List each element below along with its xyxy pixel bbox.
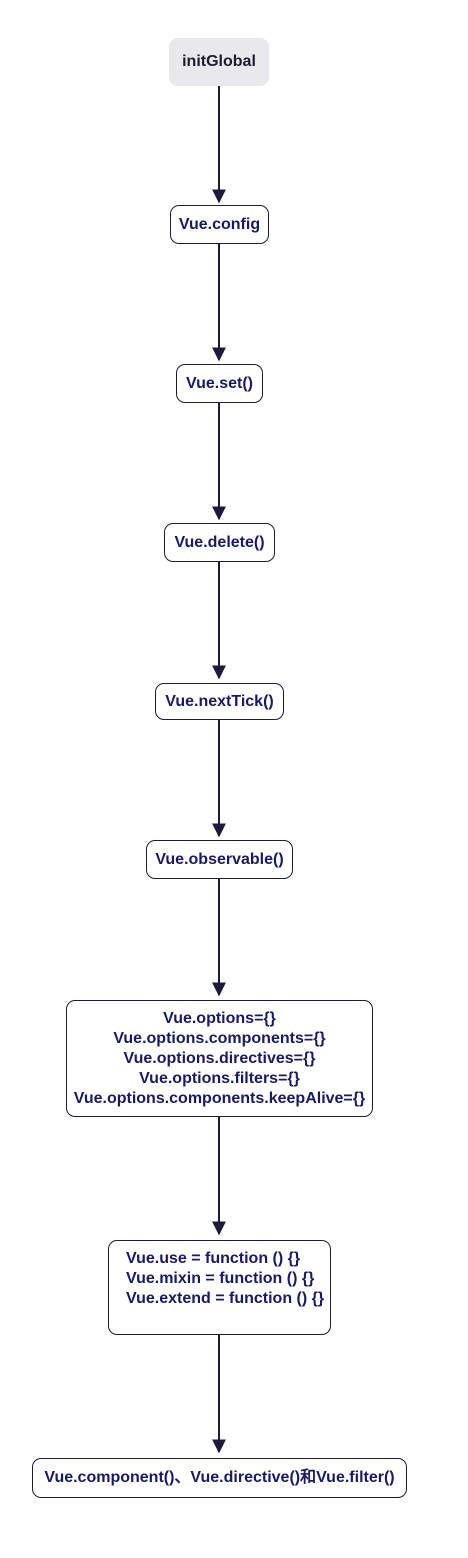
node-vue-options-line: Vue.options={} [163, 1009, 276, 1027]
node-vue-observable: Vue.observable() [146, 840, 293, 879]
node-vue-config: Vue.config [170, 205, 269, 244]
node-vue-assets-label: Vue.component()、Vue.directive()和Vue.filt… [44, 1469, 395, 1486]
node-vue-global-api-lines: Vue.use = function () {} Vue.mixin = fun… [126, 1249, 324, 1309]
node-vue-options-line: Vue.options.components.keepAlive={} [73, 1089, 366, 1107]
node-vue-options-lines: Vue.options={} Vue.options.components={}… [74, 1009, 365, 1109]
node-vue-set-label: Vue.set() [186, 374, 253, 392]
node-vue-set: Vue.set() [176, 364, 263, 403]
node-vue-options-line: Vue.options.filters={} [139, 1069, 300, 1087]
node-vue-config-label: Vue.config [178, 215, 261, 233]
node-vue-assets: Vue.component()、Vue.directive()和Vue.filt… [32, 1458, 407, 1498]
node-vue-nexttick: Vue.nextTick() [155, 683, 284, 720]
node-vue-global-api-line: Vue.extend = function () {} [126, 1290, 325, 1307]
node-vue-delete: Vue.delete() [164, 523, 275, 562]
node-vue-global-api-line: Vue.use = function () {} [126, 1250, 301, 1267]
node-vue-options-line: Vue.options.components={} [113, 1029, 326, 1047]
node-vue-options: Vue.options={} Vue.options.components={}… [66, 1000, 373, 1117]
node-vue-nexttick-label: Vue.nextTick() [165, 692, 274, 710]
node-vue-options-line: Vue.options.directives={} [123, 1049, 316, 1067]
node-initglobal: initGlobal [169, 38, 269, 86]
node-vue-global-api-line: Vue.mixin = function () {} [126, 1270, 315, 1287]
node-initglobal-label: initGlobal [182, 53, 256, 70]
node-vue-observable-label: Vue.observable() [155, 850, 284, 868]
node-vue-global-api: Vue.use = function () {} Vue.mixin = fun… [108, 1240, 331, 1335]
node-vue-delete-label: Vue.delete() [174, 533, 265, 551]
